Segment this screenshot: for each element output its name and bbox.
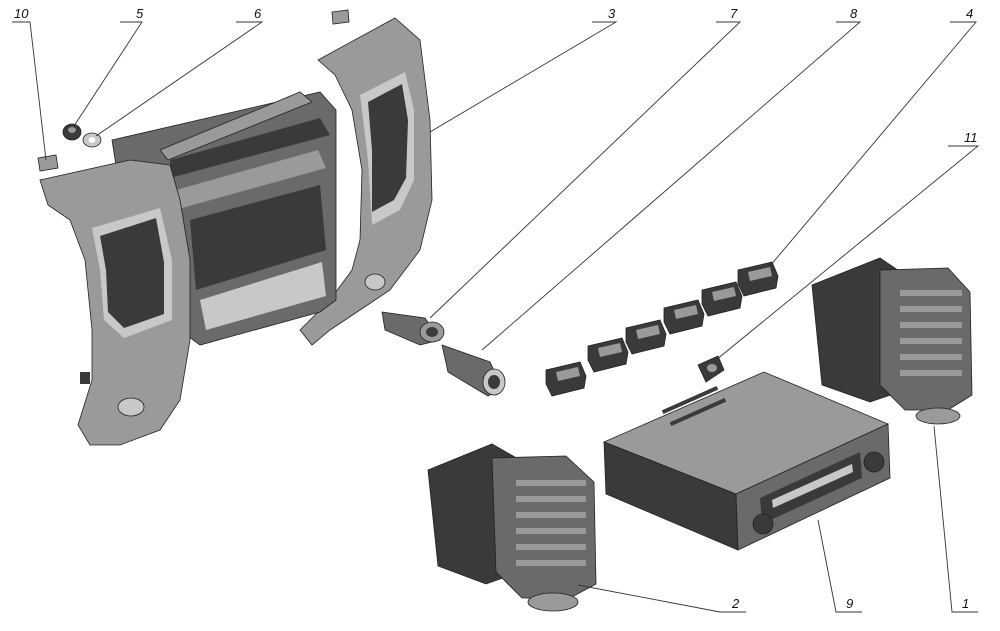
callout-label-3: 3 <box>608 6 616 21</box>
vent-louvres-2 <box>516 480 586 566</box>
callout-label-10: 10 <box>14 6 29 21</box>
callout-label-11: 11 <box>964 130 978 145</box>
callout-label-6: 6 <box>254 6 262 21</box>
switch-3 <box>625 319 667 355</box>
plug-part-11 <box>697 355 725 383</box>
radio-unit-part-9 <box>602 371 891 551</box>
clip-part-10 <box>37 9 350 172</box>
callout-label-2: 2 <box>731 596 740 611</box>
callout-label-8: 8 <box>850 6 858 21</box>
callouts: 10 5 6 3 7 8 4 11 2 9 1 <box>12 6 980 613</box>
console-frame-part <box>39 17 433 446</box>
switch-row-part-4 <box>545 261 779 397</box>
callout-label-1: 1 <box>962 596 969 611</box>
radio-heatsink <box>661 385 727 427</box>
air-vent-part-1 <box>811 257 973 425</box>
callout-label-7: 7 <box>730 6 738 21</box>
socket-part-7 <box>381 311 445 346</box>
air-vent-part-2 <box>427 443 597 612</box>
washer-part-6 <box>82 132 102 148</box>
lighter-part-8 <box>441 344 506 397</box>
switch-2 <box>587 337 629 373</box>
switch-6 <box>737 261 779 297</box>
switch-5 <box>701 281 743 317</box>
nut-part-5 <box>62 123 82 141</box>
vent-louvres-1 <box>900 290 962 376</box>
callout-label-4: 4 <box>966 6 973 21</box>
callout-label-9: 9 <box>846 596 853 611</box>
callout-label-5: 5 <box>136 6 144 21</box>
switch-1 <box>545 361 587 397</box>
switch-4 <box>663 299 705 335</box>
